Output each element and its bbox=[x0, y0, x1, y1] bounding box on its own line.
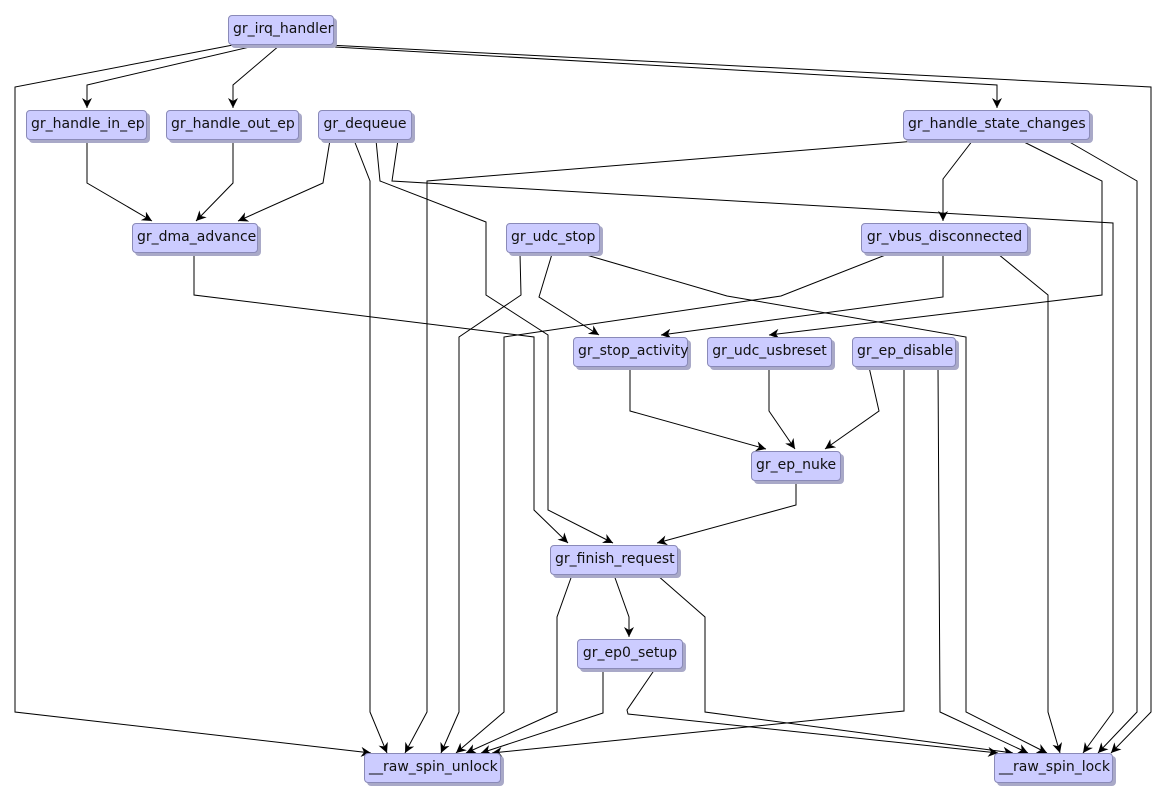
node-raw-spin-unlock[interactable]: __raw_spin_unlock bbox=[364, 753, 501, 783]
node-gr-finish-request[interactable]: gr_finish_request bbox=[550, 545, 678, 575]
edge-gr-dequeue-to-gr-dma-advance bbox=[237, 139, 331, 222]
node-gr-udc-usbreset[interactable]: gr_udc_usbreset bbox=[707, 337, 832, 367]
edge-gr-ep-disable-to-raw-spin-unlock bbox=[491, 367, 905, 757]
edge-gr-handle-state-changes-to-raw-spin-lock bbox=[1065, 139, 1138, 754]
edge-gr-ep0-setup-to-raw-spin-lock bbox=[626, 668, 999, 757]
edge-gr-irq-handler-to-gr-handle-in-ep bbox=[82, 44, 259, 108]
edge-gr-handle-out-ep-to-gr-dma-advance bbox=[195, 140, 234, 222]
edge-gr-handle-state-changes-to-raw-spin-unlock bbox=[404, 139, 929, 754]
edge-gr-stop-activity-to-gr-ep-nuke bbox=[629, 367, 767, 452]
node-gr-udc-stop[interactable]: gr_udc_stop bbox=[506, 223, 600, 253]
node-gr-stop-activity[interactable]: gr_stop_activity bbox=[573, 337, 688, 367]
edge-gr-udc-stop-to-raw-spin-lock bbox=[582, 253, 1048, 754]
edge-gr-vbus-disconnected-to-raw-spin-unlock bbox=[455, 253, 889, 754]
edge-gr-irq-handler-to-gr-handle-out-ep bbox=[228, 44, 281, 108]
edge-gr-handle-state-changes-to-gr-udc-usbreset bbox=[768, 139, 1103, 339]
edge-gr-finish-request-to-raw-spin-lock bbox=[656, 574, 1014, 757]
edge-gr-ep0-setup-to-raw-spin-unlock bbox=[480, 669, 604, 755]
edge-gr-finish-request-to-gr-ep0-setup bbox=[613, 574, 634, 637]
node-gr-handle-out-ep[interactable]: gr_handle_out_ep bbox=[166, 110, 299, 140]
edge-gr-finish-request-to-raw-spin-unlock bbox=[465, 574, 573, 754]
node-gr-irq-handler[interactable]: gr_irq_handler bbox=[228, 15, 334, 45]
edge-gr-irq-handler-to-raw-spin-unlock bbox=[14, 44, 372, 757]
node-gr-ep0-setup[interactable]: gr_ep0_setup bbox=[577, 639, 683, 669]
edge-gr-udc-stop-to-gr-stop-activity bbox=[538, 253, 600, 336]
edge-gr-dma-advance-to-gr-finish-request bbox=[193, 254, 569, 544]
edge-gr-handle-in-ep-to-gr-dma-advance bbox=[86, 140, 153, 222]
edge-gr-vbus-disconnected-to-raw-spin-lock bbox=[997, 253, 1062, 754]
node-gr-handle-state-changes[interactable]: gr_handle_state_changes bbox=[903, 110, 1090, 140]
node-gr-vbus-disconnected[interactable]: gr_vbus_disconnected bbox=[861, 223, 1028, 253]
node-gr-dma-advance[interactable]: gr_dma_advance bbox=[132, 223, 258, 253]
edge-gr-ep-nuke-to-gr-finish-request bbox=[656, 481, 797, 546]
edge-gr-handle-state-changes-to-gr-vbus-disconnected bbox=[938, 139, 974, 221]
edge-gr-udc-usbreset-to-gr-ep-nuke bbox=[768, 367, 796, 450]
edge-gr-dequeue-to-raw-spin-unlock bbox=[353, 139, 388, 754]
edge-gr-ep-disable-to-raw-spin-lock bbox=[937, 366, 1029, 754]
edge-gr-dequeue-to-raw-spin-lock bbox=[391, 139, 1114, 754]
edge-gr-udc-stop-to-raw-spin-unlock bbox=[440, 253, 522, 754]
node-gr-ep-disable[interactable]: gr_ep_disable bbox=[852, 337, 956, 367]
edge-gr-irq-handler-to-raw-spin-lock bbox=[327, 44, 1152, 754]
edge-gr-vbus-disconnected-to-gr-stop-activity bbox=[660, 254, 944, 339]
node-gr-ep-nuke[interactable]: gr_ep_nuke bbox=[751, 451, 841, 481]
node-gr-dequeue[interactable]: gr_dequeue bbox=[318, 110, 412, 140]
edge-gr-ep-disable-to-gr-ep-nuke bbox=[824, 366, 880, 450]
edge-gr-irq-handler-to-gr-handle-state-changes bbox=[299, 44, 1002, 108]
edge-gr-dequeue-to-gr-finish-request bbox=[375, 139, 614, 544]
node-raw-spin-lock[interactable]: __raw_spin_lock bbox=[994, 753, 1113, 783]
node-gr-handle-in-ep[interactable]: gr_handle_in_ep bbox=[26, 110, 147, 140]
